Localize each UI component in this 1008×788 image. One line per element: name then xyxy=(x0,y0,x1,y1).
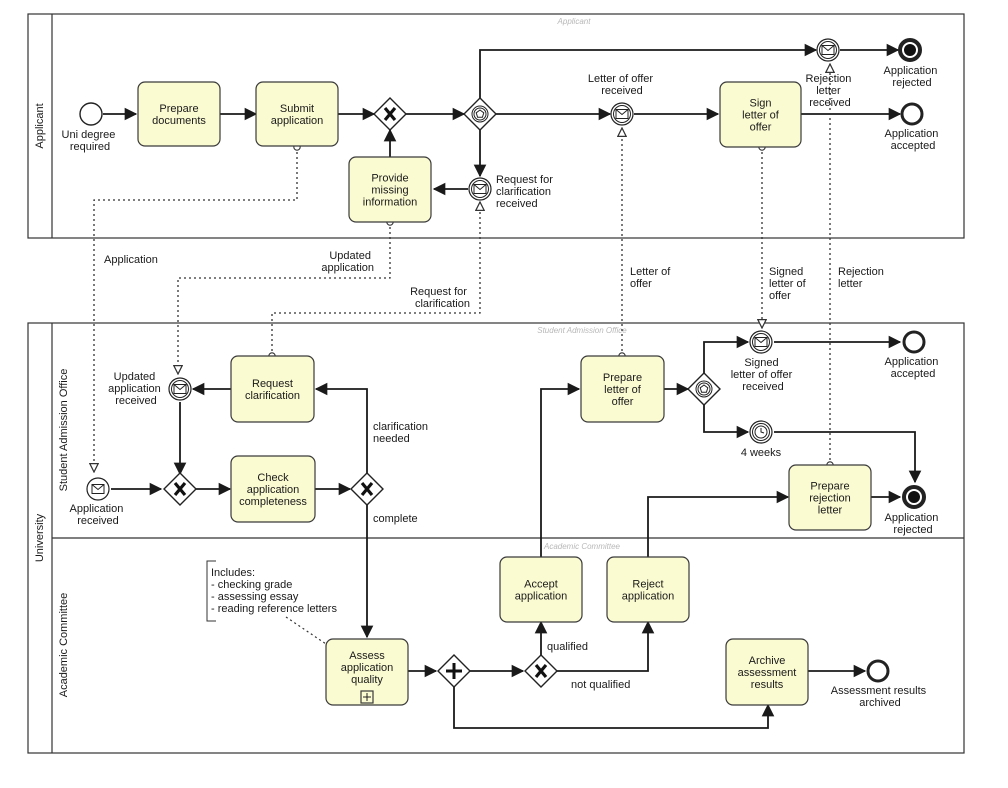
label-msg-signed-letter-of-offer: Signed letter of offer xyxy=(769,266,809,302)
label-clarification-needed: clarification needed xyxy=(373,421,431,445)
label-application-accepted-top: Application accepted xyxy=(885,128,942,152)
label-msg-rejection-letter: Rejection letter xyxy=(838,266,887,290)
label-application-rejected-top: Application rejected xyxy=(884,65,941,89)
task-box xyxy=(719,81,802,148)
ac-watermark: Academic Committee xyxy=(543,542,621,551)
label-msg-letter-of-offer: Letter of offer xyxy=(630,266,673,290)
end-event-rejected-fill xyxy=(904,44,916,56)
applicant-pool-label: Applicant xyxy=(34,103,46,148)
end-event-assessment-archived[interactable] xyxy=(866,659,890,683)
label-letter-of-offer-received: Letter of offer received xyxy=(588,73,656,97)
event-based-gateway-sao[interactable] xyxy=(687,372,721,406)
label-application-rejected-uni: Application rejected xyxy=(885,512,942,536)
exclusive-gateway-complete[interactable] xyxy=(350,472,384,506)
start-event-uni-degree-required[interactable] xyxy=(79,102,103,126)
task-box xyxy=(325,638,409,706)
annotation-text: Includes: - checking grade - assessing e… xyxy=(211,567,337,615)
task-box xyxy=(580,355,665,423)
task-box xyxy=(137,81,221,147)
start-message-event-application-received[interactable] xyxy=(86,477,110,501)
label-updated-application-received: Updated application received xyxy=(108,371,164,407)
events xyxy=(79,38,926,683)
label-not-qualified: not qualified xyxy=(571,679,630,691)
exclusive-gateway-qualified[interactable] xyxy=(524,654,558,688)
sao-watermark: Student Admission Office xyxy=(537,326,627,335)
intermediate-message-event-request-for-clarification[interactable] xyxy=(468,177,492,201)
intermediate-message-event-rejection-letter[interactable] xyxy=(816,38,840,62)
exclusive-gateway-check-merge[interactable] xyxy=(163,472,197,506)
label-msg-request-for-clarification: Request for clarification xyxy=(410,286,470,310)
text-annotation: Includes: - checking grade - assessing e… xyxy=(206,560,337,622)
parallel-gateway[interactable] xyxy=(437,654,471,688)
student-admission-office-lane-label: Student Admission Office xyxy=(58,369,70,492)
label-4-weeks: 4 weeks xyxy=(741,447,782,459)
label-uni-degree-required: Uni degree required xyxy=(62,129,119,153)
gateways xyxy=(163,97,721,688)
task-box xyxy=(230,355,315,423)
timer-event-4-weeks[interactable] xyxy=(749,420,773,444)
label-signed-letter-of-offer-received: Signed letter of offer received xyxy=(731,357,796,393)
labels: Uni degree required Letter of offer rece… xyxy=(62,65,942,709)
intermediate-message-event-signed-letter[interactable] xyxy=(749,330,773,354)
task-box xyxy=(725,638,809,706)
task-box xyxy=(230,455,316,523)
university-pool-label: University xyxy=(34,513,46,562)
end-event-application-accepted-top[interactable] xyxy=(900,102,924,126)
label-complete: complete xyxy=(373,513,418,525)
label-request-for-clarification-received: Request for clarification received xyxy=(496,174,556,210)
end-event-application-accepted-uni[interactable] xyxy=(902,330,926,354)
label-rejection-letter-received: Rejection letter received xyxy=(806,73,855,109)
label-msg-application: Application xyxy=(104,254,158,266)
label-qualified: qualified xyxy=(547,641,588,653)
message-flows xyxy=(94,64,830,645)
applicant-watermark: Applicant xyxy=(557,17,592,26)
label-assessment-results-archived: Assessment results archived xyxy=(831,685,929,709)
intermediate-message-event-letter-of-offer[interactable] xyxy=(610,102,634,126)
task-box xyxy=(788,464,872,531)
label-msg-updated-application: Updated application xyxy=(321,250,374,274)
subprocess-plus-icon xyxy=(360,690,374,704)
academic-committee-lane-label: Academic Committee xyxy=(58,593,70,698)
event-based-gateway-applicant[interactable] xyxy=(463,97,497,131)
sequence-flows xyxy=(103,43,922,729)
label-application-received: Application received xyxy=(70,503,127,527)
task-box xyxy=(606,556,690,623)
intermediate-message-event-updated-application[interactable] xyxy=(168,377,192,401)
task-box xyxy=(255,81,339,147)
task-box xyxy=(348,156,432,223)
task-box xyxy=(499,556,583,623)
label-application-accepted-uni: Application accepted xyxy=(885,356,942,380)
exclusive-gateway-merge[interactable] xyxy=(373,97,407,131)
end-event-rejected-uni-fill xyxy=(908,491,920,503)
university-pool: University Student Admission Office Acad… xyxy=(27,322,965,754)
applicant-pool: Applicant Applicant xyxy=(27,13,965,239)
